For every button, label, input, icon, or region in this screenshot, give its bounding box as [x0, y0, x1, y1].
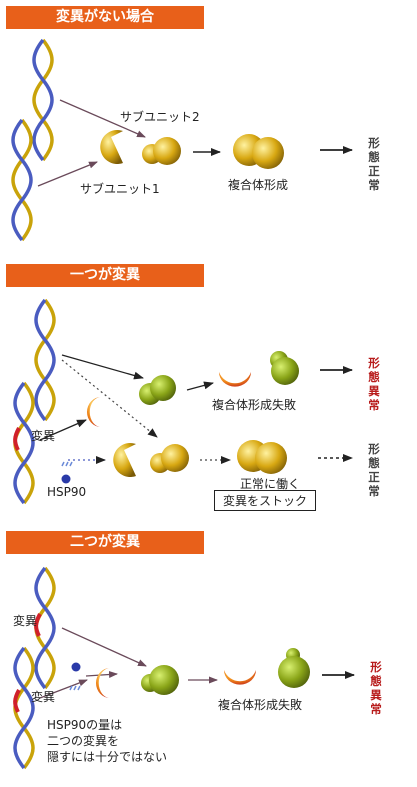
- arrow: [39, 419, 87, 441]
- dna-helix: [32, 38, 54, 162]
- complex-protein: [237, 440, 287, 474]
- label-hsp90-note: HSP90の量は 二つの変異を 隠すには十分ではない: [47, 718, 168, 764]
- label-complex-formation: 複合体形成: [228, 178, 289, 192]
- dna-helix-mutated: [34, 566, 56, 690]
- subunit-1-protein: [100, 130, 123, 165]
- subunit-2-protein: [270, 351, 299, 385]
- subunit-1-protein: [113, 443, 136, 478]
- label-mutation: 変異: [13, 614, 38, 628]
- label-subunit-2: サブユニット2: [120, 110, 200, 124]
- arrow: [61, 359, 158, 438]
- complex-protein: [233, 134, 284, 169]
- dna-helix-mutated: [13, 646, 35, 770]
- arrow: [85, 671, 118, 679]
- result-abnormal: 形態 異常: [368, 356, 380, 412]
- mutant-subunit-2: [278, 648, 310, 688]
- label-works-normally: 正常に働く: [240, 477, 301, 491]
- section-banner-no-mutation: 変異がない場合: [6, 6, 204, 29]
- subunit-2-protein: [150, 444, 189, 473]
- subunit-2-protein: [142, 137, 181, 165]
- result-abnormal: 形態 異常: [370, 660, 382, 716]
- mutant-subunit: [87, 397, 101, 427]
- dna-helix: [34, 298, 56, 422]
- mutant-subunit-2: [141, 665, 179, 695]
- label-hsp90: HSP90: [47, 485, 87, 499]
- dna-helix-mutated: [13, 381, 35, 505]
- mutant-subunit: [96, 668, 110, 698]
- label-subunit-1: サブユニット1: [80, 182, 160, 196]
- label-complex-fail: 複合体形成失敗: [218, 698, 303, 712]
- arrow: [61, 627, 147, 667]
- label-mutation: 変異: [31, 429, 56, 443]
- arrow: [59, 99, 146, 138]
- arrow: [186, 381, 214, 391]
- section-banner-one-mutation: 一つが変異: [6, 264, 204, 287]
- section-banner-two-mutations: 二つが変異: [6, 531, 204, 554]
- arrow: [37, 161, 98, 187]
- mutant-subunit: [219, 372, 251, 387]
- mutant-subunit: [224, 670, 256, 685]
- hsp90-molecule: [61, 461, 73, 484]
- label-mutation: 変異: [31, 690, 56, 704]
- result-normal: 形態 正常: [368, 136, 380, 192]
- result-normal: 形態 正常: [368, 442, 380, 498]
- subunit-2-protein: [139, 375, 176, 405]
- label-stock-mutation: 変異をストック: [214, 490, 317, 511]
- label-complex-fail: 複合体形成失敗: [212, 398, 297, 412]
- arrow: [39, 679, 88, 699]
- arrow: [61, 354, 144, 380]
- dna-helix: [11, 118, 33, 242]
- hsp90-molecule: [69, 662, 81, 691]
